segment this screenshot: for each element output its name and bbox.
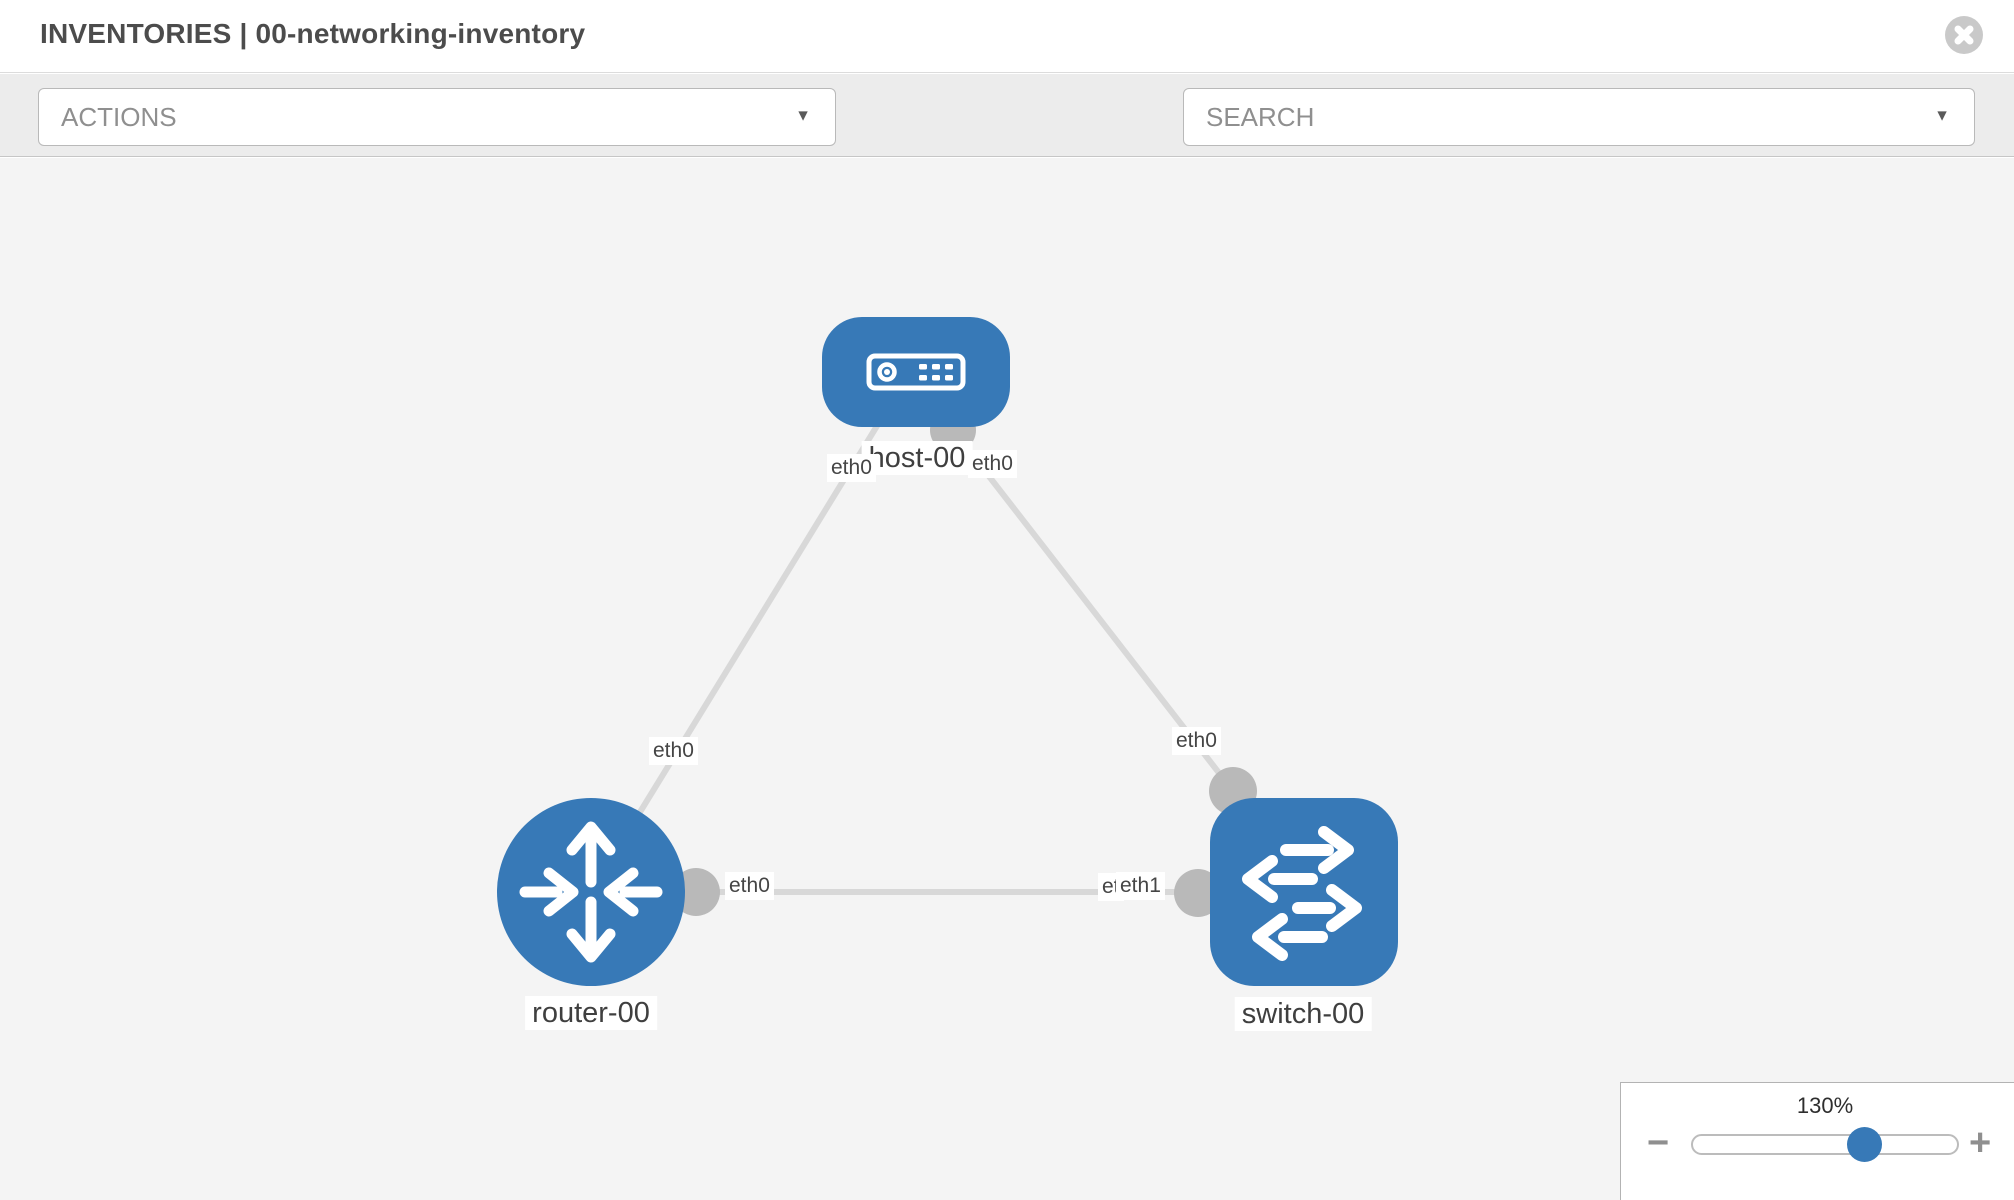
search-dropdown-label: SEARCH	[1206, 101, 1315, 132]
node-switch-00[interactable]	[1210, 798, 1398, 986]
toolbar: ACTIONS ▼ SEARCH ▼	[0, 74, 2014, 212]
topology-canvas[interactable]: host-00 router-00 switch-00 eth0 eth0 et…	[0, 158, 2014, 1200]
zoom-slider-thumb[interactable]	[1847, 1127, 1882, 1162]
iface-label-router-to-host: eth0	[649, 737, 698, 765]
header-bar: INVENTORIES | 00-networking-inventory	[0, 0, 2014, 73]
node-label-host: host-00	[861, 441, 973, 475]
page-title: INVENTORIES | 00-networking-inventory	[40, 18, 586, 49]
zoom-out-button[interactable]: −	[1647, 1122, 1670, 1164]
node-host-00[interactable]	[822, 317, 1010, 427]
actions-dropdown[interactable]: ACTIONS ▼	[38, 88, 836, 146]
iface-label-switch-to-router: eth1	[1116, 872, 1165, 900]
node-router-00[interactable]	[497, 798, 685, 986]
iface-label-host-to-switch: eth0	[968, 450, 1017, 478]
link-layer	[588, 407, 1257, 917]
node-label-router: router-00	[525, 996, 657, 1030]
chevron-down-icon: ▼	[795, 107, 811, 125]
zoom-panel: 130% − +	[1620, 1082, 2014, 1200]
iface-label-switch-to-host: eth0	[1172, 727, 1221, 755]
search-dropdown[interactable]: SEARCH ▼	[1183, 88, 1975, 146]
router-arrows-icon	[519, 821, 663, 963]
node-label-switch: switch-00	[1234, 997, 1372, 1031]
iface-label-host-to-router: eth0	[827, 454, 876, 482]
switch-arrows-icon	[1242, 826, 1362, 961]
iface-label-router-to-switch: eth0	[725, 872, 774, 900]
close-icon	[1954, 25, 1974, 45]
zoom-in-button[interactable]: +	[1969, 1122, 1992, 1164]
zoom-slider-track[interactable]	[1691, 1134, 1959, 1155]
zoom-level-value: 130%	[1796, 1093, 1854, 1118]
actions-dropdown-label: ACTIONS	[61, 101, 177, 132]
close-button[interactable]	[1945, 16, 1983, 54]
chevron-down-icon: ▼	[1934, 107, 1950, 125]
server-icon	[866, 353, 966, 391]
